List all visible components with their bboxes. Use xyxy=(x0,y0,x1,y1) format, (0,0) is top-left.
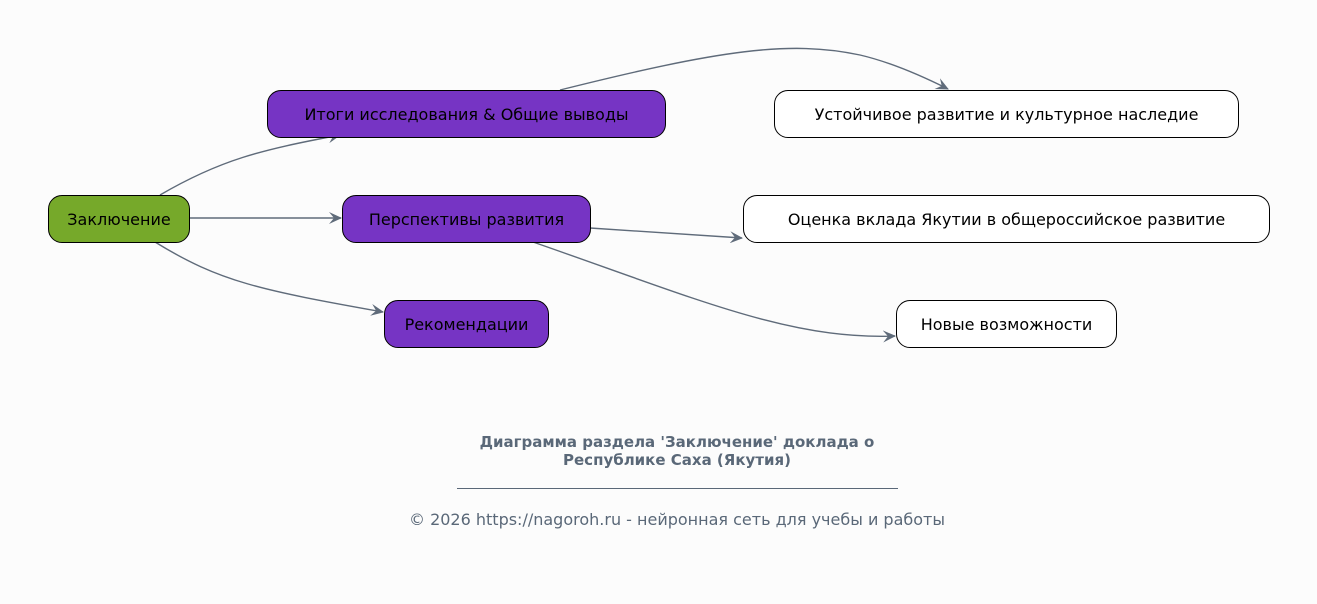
node-label: Заключение xyxy=(67,209,171,229)
node-sustainable[interactable]: Устойчивое развитие и культурное наследи… xyxy=(774,90,1239,138)
node-contribution[interactable]: Оценка вклада Якутии в общероссийское ра… xyxy=(743,195,1270,243)
title-line-1: Диаграмма раздела 'Заключение' доклада о xyxy=(479,433,875,451)
edge-summary-sustainable xyxy=(559,47,949,91)
edge-root-recommendations xyxy=(154,241,384,316)
node-label: Рекомендации xyxy=(404,314,529,334)
node-conclusion[interactable]: Заключение xyxy=(48,195,190,243)
node-summary[interactable]: Итоги исследования & Общие выводы xyxy=(267,90,666,138)
node-label: Перспективы развития xyxy=(368,209,565,229)
node-label: Итоги исследования & Общие выводы xyxy=(304,104,629,124)
divider xyxy=(457,488,898,489)
title-line-2: Республике Саха (Якутия) xyxy=(563,451,791,469)
node-recommendations[interactable]: Рекомендации xyxy=(384,300,549,348)
edge-prospects-contribution xyxy=(589,227,743,244)
node-label: Оценка вклада Якутии в общероссийское ра… xyxy=(787,209,1226,229)
node-opportunities[interactable]: Новые возможности xyxy=(896,300,1117,348)
node-label: Новые возможности xyxy=(920,314,1093,334)
node-prospects[interactable]: Перспективы развития xyxy=(342,195,591,243)
node-label: Устойчивое развитие и культурное наследи… xyxy=(814,104,1199,124)
edge-prospects-opportunities xyxy=(532,241,896,343)
edge-root-summary xyxy=(159,131,341,196)
footer-copyright: © 2026 https://nagoroh.ru - нейронная се… xyxy=(408,510,945,529)
diagram-title: Диаграмма раздела 'Заключение' доклада о… xyxy=(377,433,977,469)
